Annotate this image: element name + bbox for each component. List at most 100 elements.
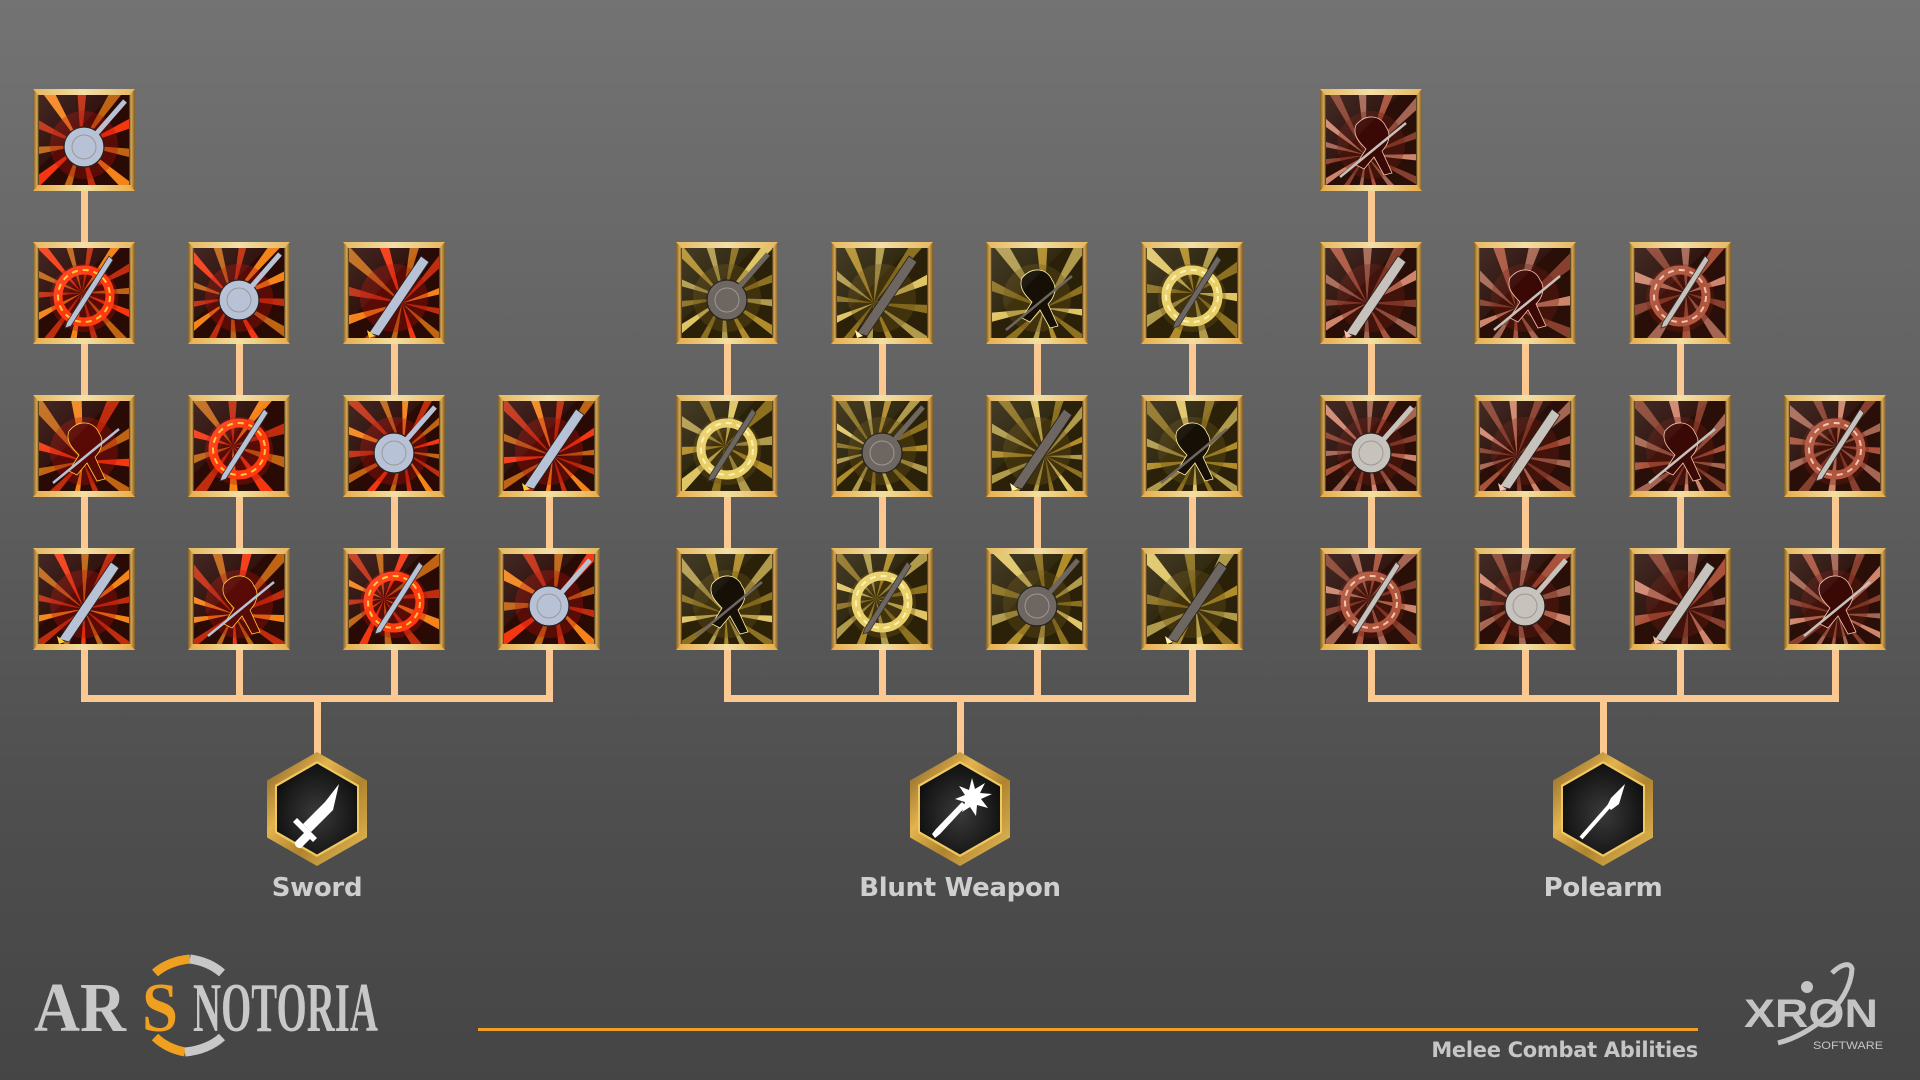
ability-art (349, 554, 439, 644)
category-label-polearm: Polearm (1543, 873, 1663, 903)
ability-art (1790, 401, 1880, 491)
spear-spin-vortex-icon (1326, 95, 1416, 185)
mace-icon (932, 778, 992, 838)
blunt-column-4-connector (1189, 344, 1196, 695)
ability-tile-sword-c1-r3[interactable] (33, 395, 135, 497)
ability-art (1147, 248, 1237, 338)
ability-tile-sword-c3-r4[interactable] (343, 548, 445, 650)
ability-art (837, 554, 927, 644)
sword-thrust-explosion-icon (194, 554, 284, 644)
spear-swirl-thrust-icon (1326, 248, 1416, 338)
category-node-polearm[interactable] (1553, 752, 1653, 866)
ability-tile-blunt-c4-r4[interactable] (1141, 548, 1243, 650)
spear-rush-icon (1635, 554, 1725, 644)
ability-art (1635, 554, 1725, 644)
ability-tile-blunt-c1-r2[interactable] (676, 242, 778, 344)
sword-ground-crack-icon (349, 248, 439, 338)
ability-art (1480, 554, 1570, 644)
ability-tile-blunt-c3-r4[interactable] (986, 548, 1088, 650)
spear-downward-impale-icon (1326, 554, 1416, 644)
blunt-stem-connector (957, 702, 964, 754)
twin-spear-strike-icon (1480, 401, 1570, 491)
ability-tile-blunt-c1-r4[interactable] (676, 548, 778, 650)
category-label-sword: Sword (271, 873, 363, 903)
spear-piercing-thrust-icon (1480, 554, 1570, 644)
flail-swing-icon (837, 554, 927, 644)
sword-stem-connector (314, 702, 321, 754)
orbit-arc (1777, 962, 1855, 1046)
ability-art (682, 554, 772, 644)
polearm-column-2-connector (1522, 344, 1529, 695)
ability-tile-polearm-c1-r3[interactable] (1320, 395, 1422, 497)
ability-art (1326, 248, 1416, 338)
ability-art (1147, 401, 1237, 491)
ability-tile-sword-c3-r3[interactable] (343, 395, 445, 497)
orbit-dot (1801, 981, 1813, 993)
ability-tile-polearm-c2-r3[interactable] (1474, 395, 1576, 497)
twin-swords-explosion-icon (194, 401, 284, 491)
ability-tile-sword-c2-r2[interactable] (188, 242, 290, 344)
ability-art (992, 248, 1082, 338)
shield-slam-ground-icon (682, 248, 772, 338)
ability-tile-sword-c4-r4[interactable] (498, 548, 600, 650)
ability-tile-blunt-c2-r4[interactable] (831, 548, 933, 650)
ability-tile-polearm-c1-r1[interactable] (1320, 89, 1422, 191)
ability-tile-sword-c2-r3[interactable] (188, 395, 290, 497)
xron-wordmark: XRON (1744, 992, 1878, 1036)
polearm-column-3-connector (1677, 344, 1684, 695)
ability-tile-polearm-c3-r4[interactable] (1629, 548, 1731, 650)
spiked-mace-spin-icon (682, 401, 772, 491)
ability-tile-blunt-c4-r2[interactable] (1141, 242, 1243, 344)
ability-tile-sword-c2-r4[interactable] (188, 548, 290, 650)
shield-shockwave-icon (992, 401, 1082, 491)
sword-downward-explosion-icon (194, 248, 284, 338)
mace-radiant-strike-icon (837, 401, 927, 491)
category-node-blunt[interactable] (910, 752, 1010, 866)
ability-tile-sword-c4-r3[interactable] (498, 395, 600, 497)
blunt-column-1-connector (724, 344, 731, 695)
ability-art (1790, 554, 1880, 644)
ability-tile-sword-c3-r2[interactable] (343, 242, 445, 344)
ability-tile-sword-c1-r4[interactable] (33, 548, 135, 650)
warrior-spin-leap-icon (504, 401, 594, 491)
ability-art (39, 554, 129, 644)
ability-tile-polearm-c3-r2[interactable] (1629, 242, 1731, 344)
ability-art (349, 248, 439, 338)
ability-tile-polearm-c4-r4[interactable] (1784, 548, 1886, 650)
shield-bash-icon (992, 554, 1082, 644)
ability-tile-polearm-c2-r2[interactable] (1474, 242, 1576, 344)
ability-tile-polearm-c1-r2[interactable] (1320, 242, 1422, 344)
ability-art (1147, 554, 1237, 644)
ability-art (39, 95, 129, 185)
category-node-sword[interactable] (267, 752, 367, 866)
blunt-bus-connector (724, 695, 1196, 702)
ability-tile-blunt-c1-r3[interactable] (676, 395, 778, 497)
sword-upward-rays-icon (349, 401, 439, 491)
ability-tile-sword-c1-r2[interactable] (33, 242, 135, 344)
spear-sweep-stance-icon (1790, 554, 1880, 644)
logo-s: S (142, 970, 178, 1047)
ability-tile-blunt-c3-r3[interactable] (986, 395, 1088, 497)
kick-stomp-icon (682, 554, 772, 644)
ability-tile-blunt-c4-r3[interactable] (1141, 395, 1243, 497)
shield-whirl-icon (1147, 401, 1237, 491)
ability-art (1326, 554, 1416, 644)
ability-tile-polearm-c3-r3[interactable] (1629, 395, 1731, 497)
sword-column-2-connector (236, 344, 243, 695)
ability-art (504, 554, 594, 644)
ability-tile-polearm-c4-r3[interactable] (1784, 395, 1886, 497)
spear-butt-strike-icon (1326, 401, 1416, 491)
ability-tile-blunt-c2-r2[interactable] (831, 242, 933, 344)
ability-tile-polearm-c1-r4[interactable] (1320, 548, 1422, 650)
sword-icon (293, 784, 339, 849)
ability-tile-blunt-c2-r3[interactable] (831, 395, 933, 497)
ability-art (992, 554, 1082, 644)
polearm-stem-connector (1600, 702, 1607, 754)
ability-tile-sword-c1-r1[interactable] (33, 89, 135, 191)
warrior-dash-slash-icon (504, 554, 594, 644)
ability-art (1326, 95, 1416, 185)
ability-art (1480, 248, 1570, 338)
ability-tile-polearm-c2-r4[interactable] (1474, 548, 1576, 650)
ability-art (1635, 248, 1725, 338)
ability-tile-blunt-c3-r2[interactable] (986, 242, 1088, 344)
